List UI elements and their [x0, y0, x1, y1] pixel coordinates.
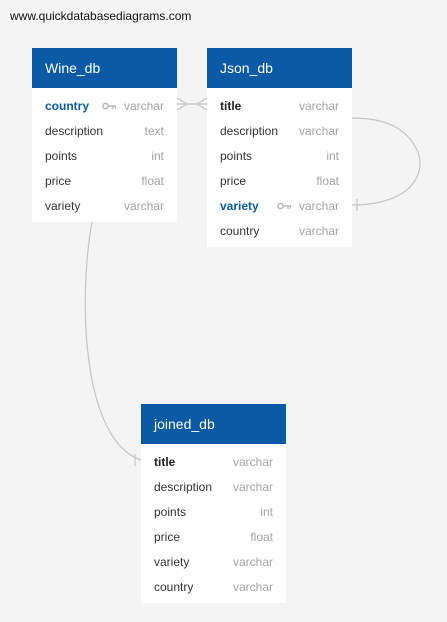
- column-type: varchar: [232, 555, 273, 569]
- column-name: variety: [220, 199, 259, 213]
- column-name: description: [220, 124, 279, 138]
- column-name: price: [220, 174, 247, 188]
- column-name: price: [45, 174, 72, 188]
- key-icon: [102, 102, 117, 110]
- column-type: varchar: [123, 199, 164, 213]
- column-row[interactable]: description varchar: [207, 119, 352, 144]
- column-name: points: [220, 149, 253, 163]
- column-row[interactable]: variety varchar: [141, 550, 286, 575]
- column-type: float: [141, 174, 164, 188]
- column-name: country: [220, 224, 260, 238]
- column-row[interactable]: price float: [207, 169, 352, 194]
- column-row[interactable]: description varchar: [141, 475, 286, 500]
- column-row[interactable]: price float: [141, 525, 286, 550]
- wine-joined-line: [84, 221, 142, 461]
- column-row[interactable]: title varchar: [141, 450, 286, 475]
- column-row[interactable]: variety varchar: [32, 194, 177, 219]
- column-type: varchar: [298, 199, 339, 213]
- crowfoot-right: [195, 97, 208, 111]
- column-row[interactable]: description text: [32, 119, 177, 144]
- self-loop-line: [350, 117, 421, 206]
- column-type: varchar: [232, 480, 273, 494]
- column-name: title: [154, 455, 176, 469]
- column-type: int: [151, 149, 164, 163]
- column-row[interactable]: points int: [141, 500, 286, 525]
- column-type: varchar: [298, 99, 339, 113]
- column-name: title: [220, 99, 242, 113]
- column-row[interactable]: points int: [207, 144, 352, 169]
- column-name: points: [154, 505, 187, 519]
- table-title[interactable]: Wine_db: [32, 48, 177, 88]
- table-joined-db[interactable]: joined_db title varchar description varc…: [141, 404, 286, 603]
- column-name: country: [154, 580, 194, 594]
- column-name: points: [45, 149, 78, 163]
- column-row[interactable]: variety varchar: [207, 194, 352, 219]
- column-list: title varchar description varchar points…: [207, 88, 352, 247]
- column-name: price: [154, 530, 181, 544]
- column-type: varchar: [123, 99, 164, 113]
- relation-wine-joined: [84, 221, 142, 466]
- column-name: variety: [45, 199, 81, 213]
- column-type: varchar: [298, 224, 339, 238]
- column-type: varchar: [232, 455, 273, 469]
- column-type: float: [316, 174, 339, 188]
- column-row[interactable]: points int: [32, 144, 177, 169]
- column-row[interactable]: price float: [32, 169, 177, 194]
- column-name: description: [45, 124, 104, 138]
- column-type: text: [144, 124, 164, 138]
- column-row[interactable]: country varchar: [141, 575, 286, 600]
- table-title[interactable]: Json_db: [207, 48, 352, 88]
- column-name: country: [45, 99, 90, 113]
- column-type: varchar: [298, 124, 339, 138]
- column-type: varchar: [232, 580, 273, 594]
- column-list: title varchar description varchar points…: [141, 444, 286, 603]
- column-name: variety: [154, 555, 190, 569]
- column-list: country varchar description text points …: [32, 88, 177, 222]
- table-wine-db[interactable]: Wine_db country varchar description text…: [32, 48, 177, 222]
- column-row[interactable]: country varchar: [207, 219, 352, 244]
- table-title[interactable]: joined_db: [141, 404, 286, 444]
- table-json-db[interactable]: Json_db title varchar description varcha…: [207, 48, 352, 247]
- column-row[interactable]: country varchar: [32, 94, 177, 119]
- relation-wine-json: [176, 97, 208, 111]
- relation-json-self: [350, 117, 421, 211]
- column-row[interactable]: title varchar: [207, 94, 352, 119]
- column-type: float: [250, 530, 273, 544]
- column-name: description: [154, 480, 213, 494]
- column-type: int: [260, 505, 273, 519]
- crowfoot-left: [176, 97, 189, 111]
- watermark-url[interactable]: www.quickdatabasediagrams.com: [10, 9, 192, 23]
- key-icon: [277, 202, 292, 210]
- column-type: int: [326, 149, 339, 163]
